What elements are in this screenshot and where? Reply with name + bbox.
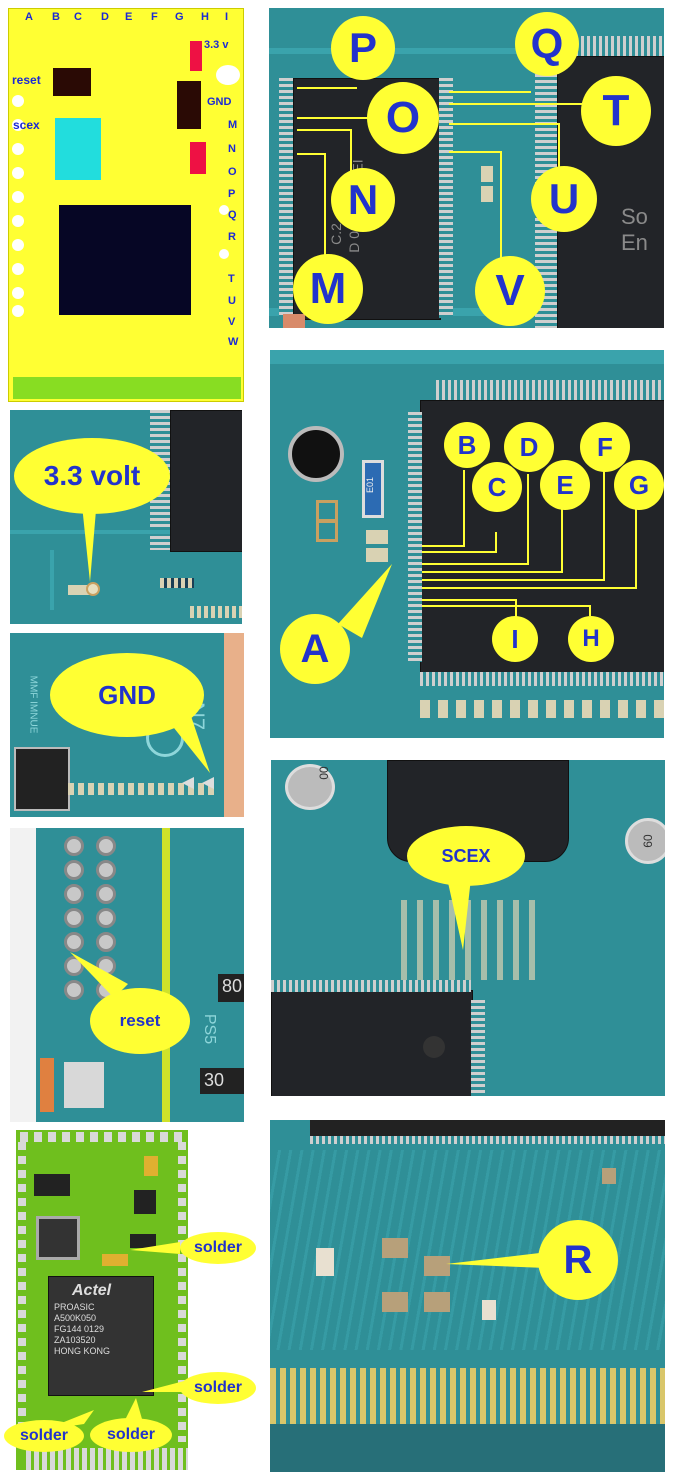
pin-label-q: Q (515, 12, 579, 76)
chip-pins-photo-top: C.2 D 04 EI So En P Q O T N U M V (269, 8, 664, 328)
pin-label-u: U (531, 166, 597, 232)
col-letter: H (201, 11, 209, 23)
right-label: R (228, 231, 236, 243)
col-letter: D (101, 11, 109, 23)
connector-strip (13, 377, 241, 399)
pin-label-d: D (504, 422, 554, 472)
actel-chip (48, 1276, 154, 1396)
red-block-2 (190, 142, 206, 174)
pin-label-m: M (293, 254, 363, 324)
pin-label-c: C (472, 462, 522, 512)
right-label-33v: 3.3 v (204, 39, 229, 51)
right-label: M (228, 119, 238, 131)
capacitor (285, 764, 335, 810)
pin-label-g: G (614, 460, 664, 510)
right-label: T (228, 273, 235, 285)
label-scex: SCEX (407, 826, 525, 886)
col-letter: A (25, 11, 33, 23)
pcb-text: 80 (222, 976, 243, 996)
right-label: N (228, 143, 236, 155)
left-pins (279, 78, 293, 318)
main-chip-block (59, 205, 191, 315)
pcb-text: 30 (204, 1070, 225, 1090)
photo-gnd: N7 MMF IMNUE GND (10, 633, 244, 817)
smd-part (382, 1292, 408, 1312)
right-label: W (228, 336, 239, 348)
smd-part (382, 1238, 408, 1258)
pin-label-e: E (540, 460, 590, 510)
label-3-3-volt: 3.3 volt (14, 438, 170, 514)
photo-reset: 80 PS5 30 reset (10, 828, 244, 1122)
reset-block (53, 68, 91, 96)
pin-label-h: H (568, 616, 614, 662)
smd-part (424, 1256, 450, 1276)
right-label: O (228, 166, 237, 178)
mounting-hole (288, 426, 344, 482)
scex-label: scex (13, 118, 40, 132)
scex-block (55, 118, 101, 180)
top-pins (557, 36, 664, 56)
pin-label-i: I (492, 616, 538, 662)
board-layout-diagram: A B C D E F G H I reset scex 3.3 v GND M… (8, 8, 244, 402)
col-letter: G (175, 11, 184, 23)
col-letter: B (52, 11, 60, 23)
label-r: R (538, 1220, 618, 1300)
reset-pin-grid (64, 836, 136, 1016)
right-label: U (228, 295, 236, 307)
chip-lines: PROASIC A500K050 FG144 0129 ZA103520 HON… (54, 1302, 111, 1356)
pin-label-o: O (367, 82, 439, 154)
smd-part (424, 1292, 450, 1312)
pin-label-v: V (475, 256, 545, 326)
right-pins (439, 78, 453, 318)
right-chip-text: So (621, 204, 648, 229)
capacitor (625, 818, 665, 864)
col-letter: I (225, 11, 229, 23)
pin-label-p: P (331, 16, 395, 80)
dark-block (177, 81, 201, 129)
pin-label-n: N (331, 168, 395, 232)
photo-r: R (270, 1120, 665, 1472)
photo-modchip: Actel PROASIC A500K050 FG144 0129 ZA1035… (4, 1130, 258, 1470)
label-solder: solder (180, 1232, 256, 1264)
pin-label-b: B (444, 422, 490, 468)
column-letters: A B C D E F G H I (23, 11, 243, 25)
label-reset: reset (90, 988, 190, 1054)
pin-label-f: F (580, 422, 630, 472)
right-label: Q (228, 209, 237, 221)
label-solder: solder (4, 1420, 84, 1452)
label-gnd: GND (50, 653, 204, 737)
col-letter: F (151, 11, 158, 23)
red-block-1 (190, 41, 202, 71)
label-solder: solder (90, 1418, 172, 1452)
right-pad (216, 65, 240, 85)
right-label: V (228, 316, 236, 328)
pin-label-a: A (280, 614, 350, 684)
right-label: P (228, 188, 236, 200)
right-chip-text: En (621, 230, 648, 255)
right-label-gnd: GND (207, 96, 232, 108)
leader-lines (338, 470, 637, 638)
reset-label: reset (12, 73, 41, 87)
resistor (362, 460, 384, 518)
col-letter: C (74, 11, 82, 23)
label-solder: solder (180, 1372, 256, 1404)
photo-3-3-volt: 3.3 volt (10, 410, 242, 624)
chip-pins-photo-middle: E01 B D F C E G A I H (270, 350, 664, 738)
col-letter: E (125, 11, 133, 23)
pin-label-t: T (581, 76, 651, 146)
chip-logo: Actel (72, 1282, 112, 1299)
photo-scex: 00 09 SCEX (271, 760, 665, 1096)
